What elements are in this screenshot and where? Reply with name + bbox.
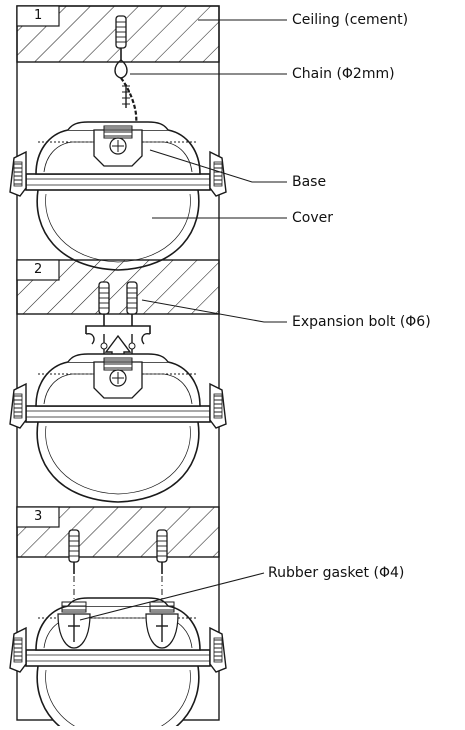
expansion-bolt-3-right [156, 529, 168, 575]
step-2-group [9, 259, 227, 503]
step-3-box [16, 506, 60, 528]
label-chain: Chain (Φ2mm) [292, 66, 395, 82]
rubber-gasket-left [57, 601, 91, 649]
leader-base [149, 149, 287, 183]
step-2-box [16, 259, 60, 281]
label-cover: Cover [292, 210, 333, 226]
expansion-bolt-3-left [68, 529, 80, 575]
step-number-3: 3 [34, 509, 43, 524]
expansion-bolt-left [98, 281, 110, 327]
leader-expansion-bolt [141, 299, 287, 323]
leader-lines [79, 19, 287, 621]
label-rubber-gasket: Rubber gasket (Φ4) [268, 565, 405, 581]
step-1-group [9, 5, 227, 271]
lamp-step-3 [9, 597, 227, 730]
label-base: Base [292, 174, 327, 190]
leader-rubber-gasket [79, 572, 265, 621]
label-ceiling: Ceiling (cement) [292, 12, 409, 28]
label-expansion-bolt: Expansion bolt (Φ6) [292, 314, 431, 330]
step-3-group [9, 506, 227, 730]
step-1-box [16, 5, 60, 27]
mounting-bracket [85, 325, 151, 334]
bracket-step-1 [93, 125, 143, 167]
expansion-bolt-right [126, 281, 138, 327]
step-number-2: 2 [34, 262, 43, 277]
rubber-gasket-right [145, 601, 179, 649]
bracket-step-2 [93, 357, 143, 399]
step-number-1: 1 [34, 8, 43, 23]
